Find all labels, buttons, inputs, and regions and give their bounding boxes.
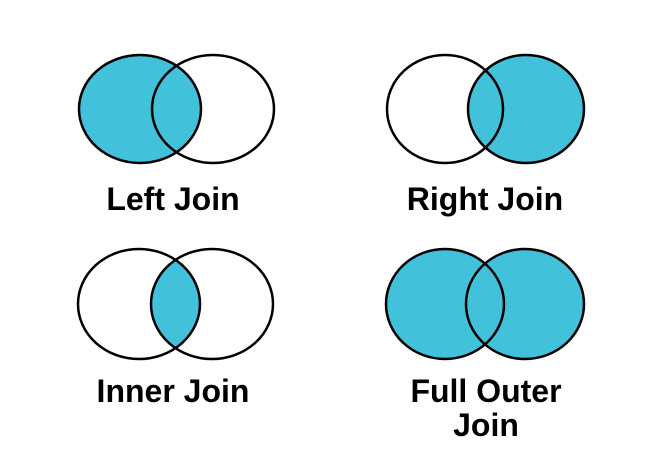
inner-join-label: Inner Join	[96, 373, 250, 409]
inner-join-intersection-fill	[151, 249, 200, 359]
inner-join-right-circle-outline	[149, 247, 275, 361]
inner-join-left-circle-outline	[76, 247, 202, 361]
left-join-left-circle-fill	[79, 55, 201, 163]
full-outer-join-label: Full Outer Join	[410, 373, 562, 443]
left-join-label: Left Join	[106, 181, 240, 217]
left-join-right-circle-outline	[150, 53, 276, 165]
full-outer-join-right-circle-outline	[464, 247, 586, 361]
full-outer-join-left-circle-outline	[384, 247, 506, 361]
venn-left-join	[77, 53, 276, 165]
right-join-left-circle-outline	[385, 53, 505, 165]
venn-inner-join	[76, 247, 275, 361]
right-join-label: Right Join	[406, 181, 564, 217]
right-join-right-circle-outline	[466, 53, 586, 165]
venn-right-join	[385, 53, 586, 165]
left-join-left-circle-outline	[77, 53, 203, 165]
right-join-right-circle-fill	[468, 55, 584, 163]
venn-full-outer-join	[384, 247, 586, 361]
